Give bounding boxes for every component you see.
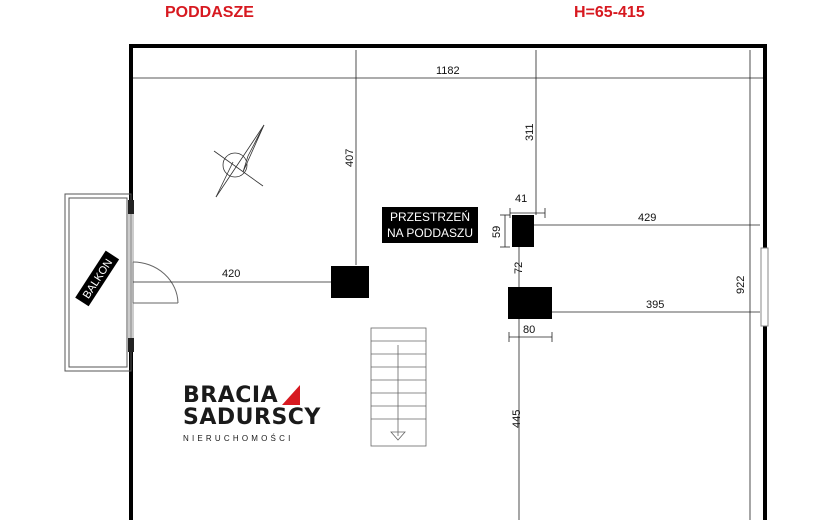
dim-height-left: 407	[344, 149, 356, 167]
dim-width-top: 1182	[436, 65, 460, 77]
compass-icon	[213, 124, 265, 198]
brand-logo: BRACIA SADURSCY NIERUCHOMOŚCI	[183, 383, 321, 444]
balcony-door	[132, 261, 179, 304]
dim-left-to-column: 420	[222, 268, 240, 280]
chimney-large	[508, 287, 552, 319]
balcony-label: BALKON	[75, 250, 120, 307]
dimension-lines	[133, 50, 763, 520]
attic-space-label: PRZESTRZEŃ NA PODDASZU	[382, 207, 479, 243]
logo-line1: BRACIA	[183, 383, 279, 408]
dim-right-to-chimney1: 429	[638, 212, 656, 224]
logo-line3: NIERUCHOMOŚCI	[183, 434, 294, 443]
right-window	[760, 247, 769, 327]
dim-chimney2-width: 80	[523, 324, 535, 336]
level-title: PODDASZE	[165, 4, 254, 21]
outer-walls	[129, 44, 767, 520]
dim-gap-between: 72	[513, 262, 525, 274]
attic-label-line1: PRZESTRZEŃ	[390, 210, 471, 224]
chimneys	[331, 215, 552, 319]
logo-line2: SADURSCY	[183, 405, 321, 430]
attic-label-line2: NA PODDASZU	[387, 226, 474, 240]
dim-right-height: 922	[735, 276, 747, 294]
logo-red-mark-icon	[282, 385, 301, 405]
height-range-title: H=65-415	[574, 4, 645, 21]
dim-chimney1-width: 41	[515, 193, 527, 205]
chimney-small	[512, 215, 534, 247]
column	[331, 266, 369, 298]
dim-height-mid-top: 311	[524, 123, 536, 141]
dim-chimney1-depth: 59	[491, 226, 503, 238]
dim-right-to-chimney2: 395	[646, 299, 664, 311]
dim-bottom-height: 445	[511, 410, 523, 428]
staircase	[370, 327, 427, 447]
